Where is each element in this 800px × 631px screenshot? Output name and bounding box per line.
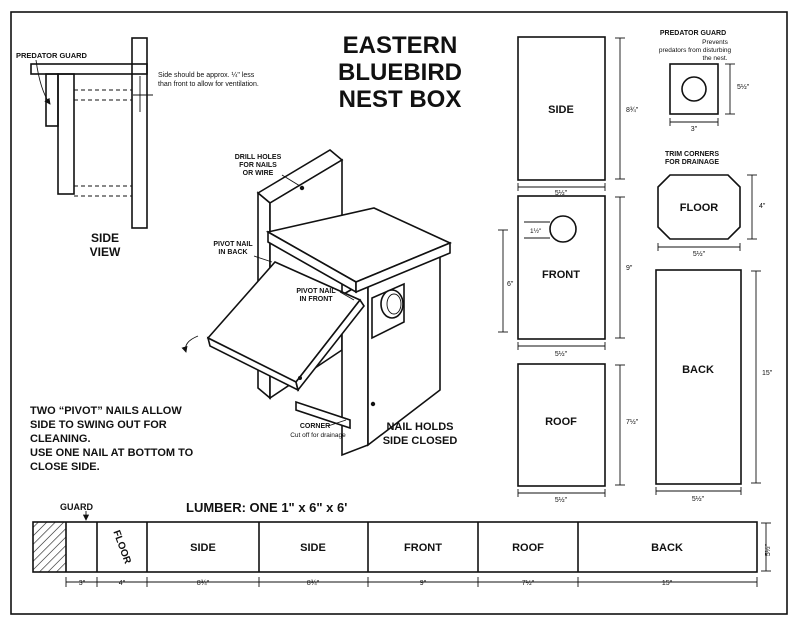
title-line-2: BLUEBIRD [338, 59, 462, 86]
side-view-roof [30, 63, 148, 75]
pivot-front-label-1: PIVOT NAIL [296, 288, 336, 295]
lumber-dim-guard: 3" [79, 580, 86, 587]
sheet-border [10, 11, 788, 615]
lumber-piece-side-2: SIDE [300, 542, 326, 554]
lumber-waste [32, 521, 67, 573]
instructions-line-3: CLEANING. [30, 433, 91, 445]
part-back-width: 5½" [692, 495, 705, 503]
part-front: 1½" FRONT 6" 9" 5½" [498, 195, 633, 358]
part-floor: TRIM CORNERS FOR DRAINAGE FLOOR 4" 5½" [657, 151, 766, 258]
lumber-piece-front: FRONT [404, 542, 442, 554]
guard-height: 5½" [737, 83, 750, 91]
corner-label: CORNER [300, 423, 330, 430]
instructions-line-5: CLOSE SIDE. [30, 461, 100, 473]
part-roof-width: 5½" [555, 496, 568, 504]
side-view-front-board [57, 73, 75, 195]
lumber-piece-floor: FLOOR [110, 529, 133, 566]
instructions-line-4: USE ONE NAIL AT BOTTOM TO [30, 447, 194, 459]
lumber-dim-side-1: 8¾" [197, 580, 210, 587]
part-roof-height: 7½" [626, 418, 639, 426]
nail-holds-label-2: SIDE CLOSED [383, 435, 458, 447]
lumber-title: LUMBER: ONE 1" x 6" x 6' [186, 500, 347, 515]
part-front-hole-height: 6" [507, 281, 514, 288]
lumber-piece-side-1: SIDE [190, 542, 216, 554]
side-view-guard-label: PREDATOR GUARD [16, 51, 88, 60]
instructions-line-2: SIDE TO SWING OUT FOR [30, 419, 167, 431]
lumber-dim-roof: 7½" [522, 579, 535, 587]
part-front-height: 9" [626, 265, 633, 272]
drill-holes-label-1: DRILL HOLES [235, 154, 282, 161]
part-side: SIDE 8¾" 5½" [517, 36, 639, 197]
side-view-note-1: Side should be approx. ¼" less [158, 72, 255, 79]
nail-holds-label-1: NAIL HOLDS [386, 421, 453, 433]
lumber-board-height: 5½" [764, 543, 772, 556]
part-back-label: BACK [682, 364, 714, 376]
part-side-label: SIDE [548, 104, 574, 116]
floor-note-1: TRIM CORNERS [665, 151, 719, 158]
part-floor-width: 5½" [693, 250, 706, 258]
instructions-line-1: TWO “PIVOT” NAILS ALLOW [30, 405, 182, 417]
part-front-width: 5½" [555, 350, 568, 358]
part-floor-label: FLOOR [680, 202, 719, 214]
title-line-1: EASTERN [343, 32, 458, 59]
guard-desc-3: the nest. [703, 55, 728, 62]
guard-width: 3" [691, 126, 698, 133]
part-side-height: 8¾" [626, 107, 639, 114]
part-roof: ROOF 7½" 5½" [517, 363, 639, 504]
corner-note: Cut off for drainage [290, 432, 346, 439]
lumber-guard-label: GUARD [60, 502, 93, 512]
part-back-height: 15" [762, 370, 773, 377]
iso-closing-nail [370, 401, 376, 407]
lumber-dim-side-2: 8¾" [307, 580, 320, 587]
guard-hole [681, 76, 707, 102]
part-front-hole [549, 215, 577, 243]
lumber-dim-front: 9" [420, 580, 427, 587]
floor-note-2: FOR DRAINAGE [665, 159, 719, 166]
guard-title: PREDATOR GUARD [660, 30, 726, 37]
side-view-caption-2: VIEW [90, 245, 121, 259]
part-roof-label: ROOF [545, 416, 577, 428]
lumber-dim-back: 15" [662, 580, 673, 587]
part-front-hole-size: 1½" [530, 227, 542, 235]
isometric-nest-box: DRILL HOLES FOR NAILS OR WIRE PIVOT NAIL… [30, 149, 458, 473]
drill-holes-label-3: OR WIRE [243, 170, 274, 177]
part-back: BACK 15" 5½" [655, 269, 773, 503]
side-view-caption-1: SIDE [91, 231, 119, 245]
pivot-back-label-2: IN BACK [218, 249, 247, 256]
side-view-diagram: PREDATOR GUARD Side should be approx. ¼"… [16, 37, 259, 259]
lumber-piece-roof: ROOF [512, 542, 544, 554]
part-predator-guard: PREDATOR GUARD Prevents predators from d… [659, 30, 750, 133]
guard-desc-1: Prevents [702, 39, 728, 46]
side-view-note-2: than front to allow for ventilation. [158, 81, 259, 88]
part-front-label: FRONT [542, 269, 580, 281]
pivot-front-label-2: IN FRONT [299, 296, 333, 303]
guard-desc-2: predators from disturbing [659, 47, 732, 54]
swing-arrow [181, 335, 199, 353]
iso-entrance-hole [380, 289, 404, 319]
title-line-3: NEST BOX [339, 86, 462, 113]
part-side-width: 5½" [555, 189, 568, 197]
lumber-piece-back: BACK [651, 542, 683, 554]
drill-holes-label-2: FOR NAILS [239, 162, 277, 169]
lumber-board [32, 521, 758, 573]
lumber-dim-floor: 4" [119, 580, 126, 587]
side-view-back-board [131, 37, 148, 229]
pivot-back-label-1: PIVOT NAIL [213, 241, 253, 248]
part-floor-height: 4" [759, 203, 766, 210]
lumber-cut-board: LUMBER: ONE 1" x 6" x 6' GUARD FLOOR SID… [32, 500, 772, 587]
title-block: EASTERN BLUEBIRD NEST BOX [338, 32, 462, 113]
